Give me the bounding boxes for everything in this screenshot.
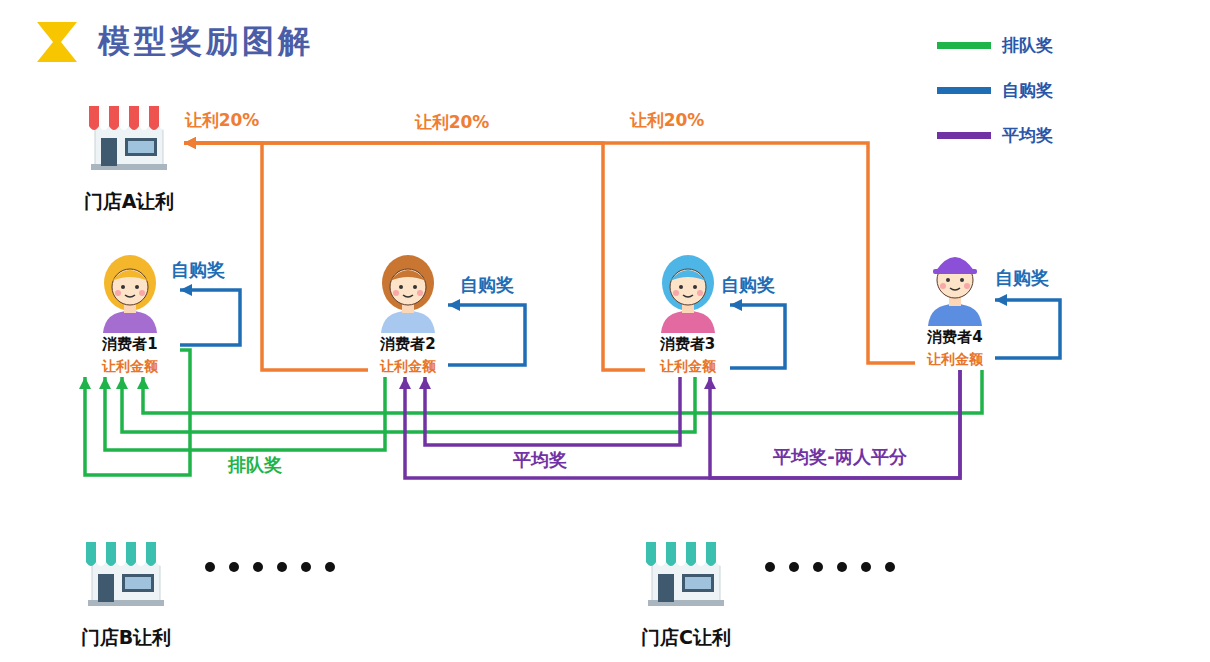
store-icon: [84, 536, 168, 608]
store-node: 门店B让利: [66, 536, 186, 650]
store-label: 门店B让利: [81, 624, 171, 650]
reward-connector: [730, 305, 785, 368]
rebate-amount: 让利金额: [102, 355, 158, 377]
person-icon: [97, 245, 163, 333]
consumer-name: 消费者3: [660, 333, 715, 355]
person-icon: [922, 238, 988, 326]
store-label: 门店C让利: [641, 624, 731, 650]
edge-label: 排队奖: [225, 453, 285, 477]
reward-connector: [995, 300, 1060, 358]
consumer-name: 消费者4: [927, 326, 982, 348]
person-icon: [375, 245, 441, 333]
legend-swatch: [937, 42, 991, 49]
reward-connector: [184, 143, 915, 363]
reward-connector: [448, 305, 525, 365]
edge-label: 自购奖: [168, 258, 228, 282]
consumer-node: 消费者3让利金额: [645, 245, 730, 377]
edge-label: 自购奖: [457, 273, 517, 297]
edge-label: 平均奖: [510, 448, 570, 472]
reward-connector: [184, 143, 645, 370]
rebate-amount: 让利金额: [660, 355, 716, 377]
rebate-amount: 让利金额: [380, 355, 436, 377]
edge-label: 平均奖-两人平分: [770, 445, 909, 469]
edge-label: 自购奖: [718, 273, 778, 297]
consumer-node: 消费者4让利金额: [915, 238, 995, 370]
legend-text: 平均奖: [1002, 124, 1053, 147]
hourglass-icon: [37, 22, 77, 62]
reward-connector: [184, 143, 368, 370]
reward-connector: [405, 370, 960, 478]
reward-connector: [180, 290, 240, 345]
store-icon: [87, 100, 171, 172]
ellipsis-dots: [205, 562, 895, 572]
consumer-name: 消费者2: [380, 333, 435, 355]
store-icon: [644, 536, 728, 608]
consumer-node: 消费者1让利金额: [80, 245, 180, 377]
legend-swatch: [937, 87, 991, 94]
store-node: 门店A让利: [74, 100, 184, 214]
diagram-title: 模型奖励图解: [98, 20, 314, 64]
store-node: 门店C让利: [626, 536, 746, 650]
store-label: 门店A让利: [84, 188, 175, 214]
edge-label: 让利20%: [182, 109, 263, 132]
edge-label: 让利20%: [412, 111, 493, 134]
edge-label: 自购奖: [992, 266, 1052, 290]
legend-text: 排队奖: [1002, 34, 1053, 57]
legend-swatch: [937, 132, 991, 139]
rebate-amount: 让利金额: [927, 348, 983, 370]
reward-connector: [425, 377, 680, 445]
consumer-name: 消费者1: [102, 333, 157, 355]
reward-connector: [710, 370, 960, 478]
edge-label: 让利20%: [627, 109, 708, 132]
consumer-node: 消费者2让利金额: [368, 245, 448, 377]
reward-connector: [122, 377, 695, 432]
person-icon: [655, 245, 721, 333]
legend-text: 自购奖: [1002, 79, 1053, 102]
reward-connector: [143, 370, 982, 413]
